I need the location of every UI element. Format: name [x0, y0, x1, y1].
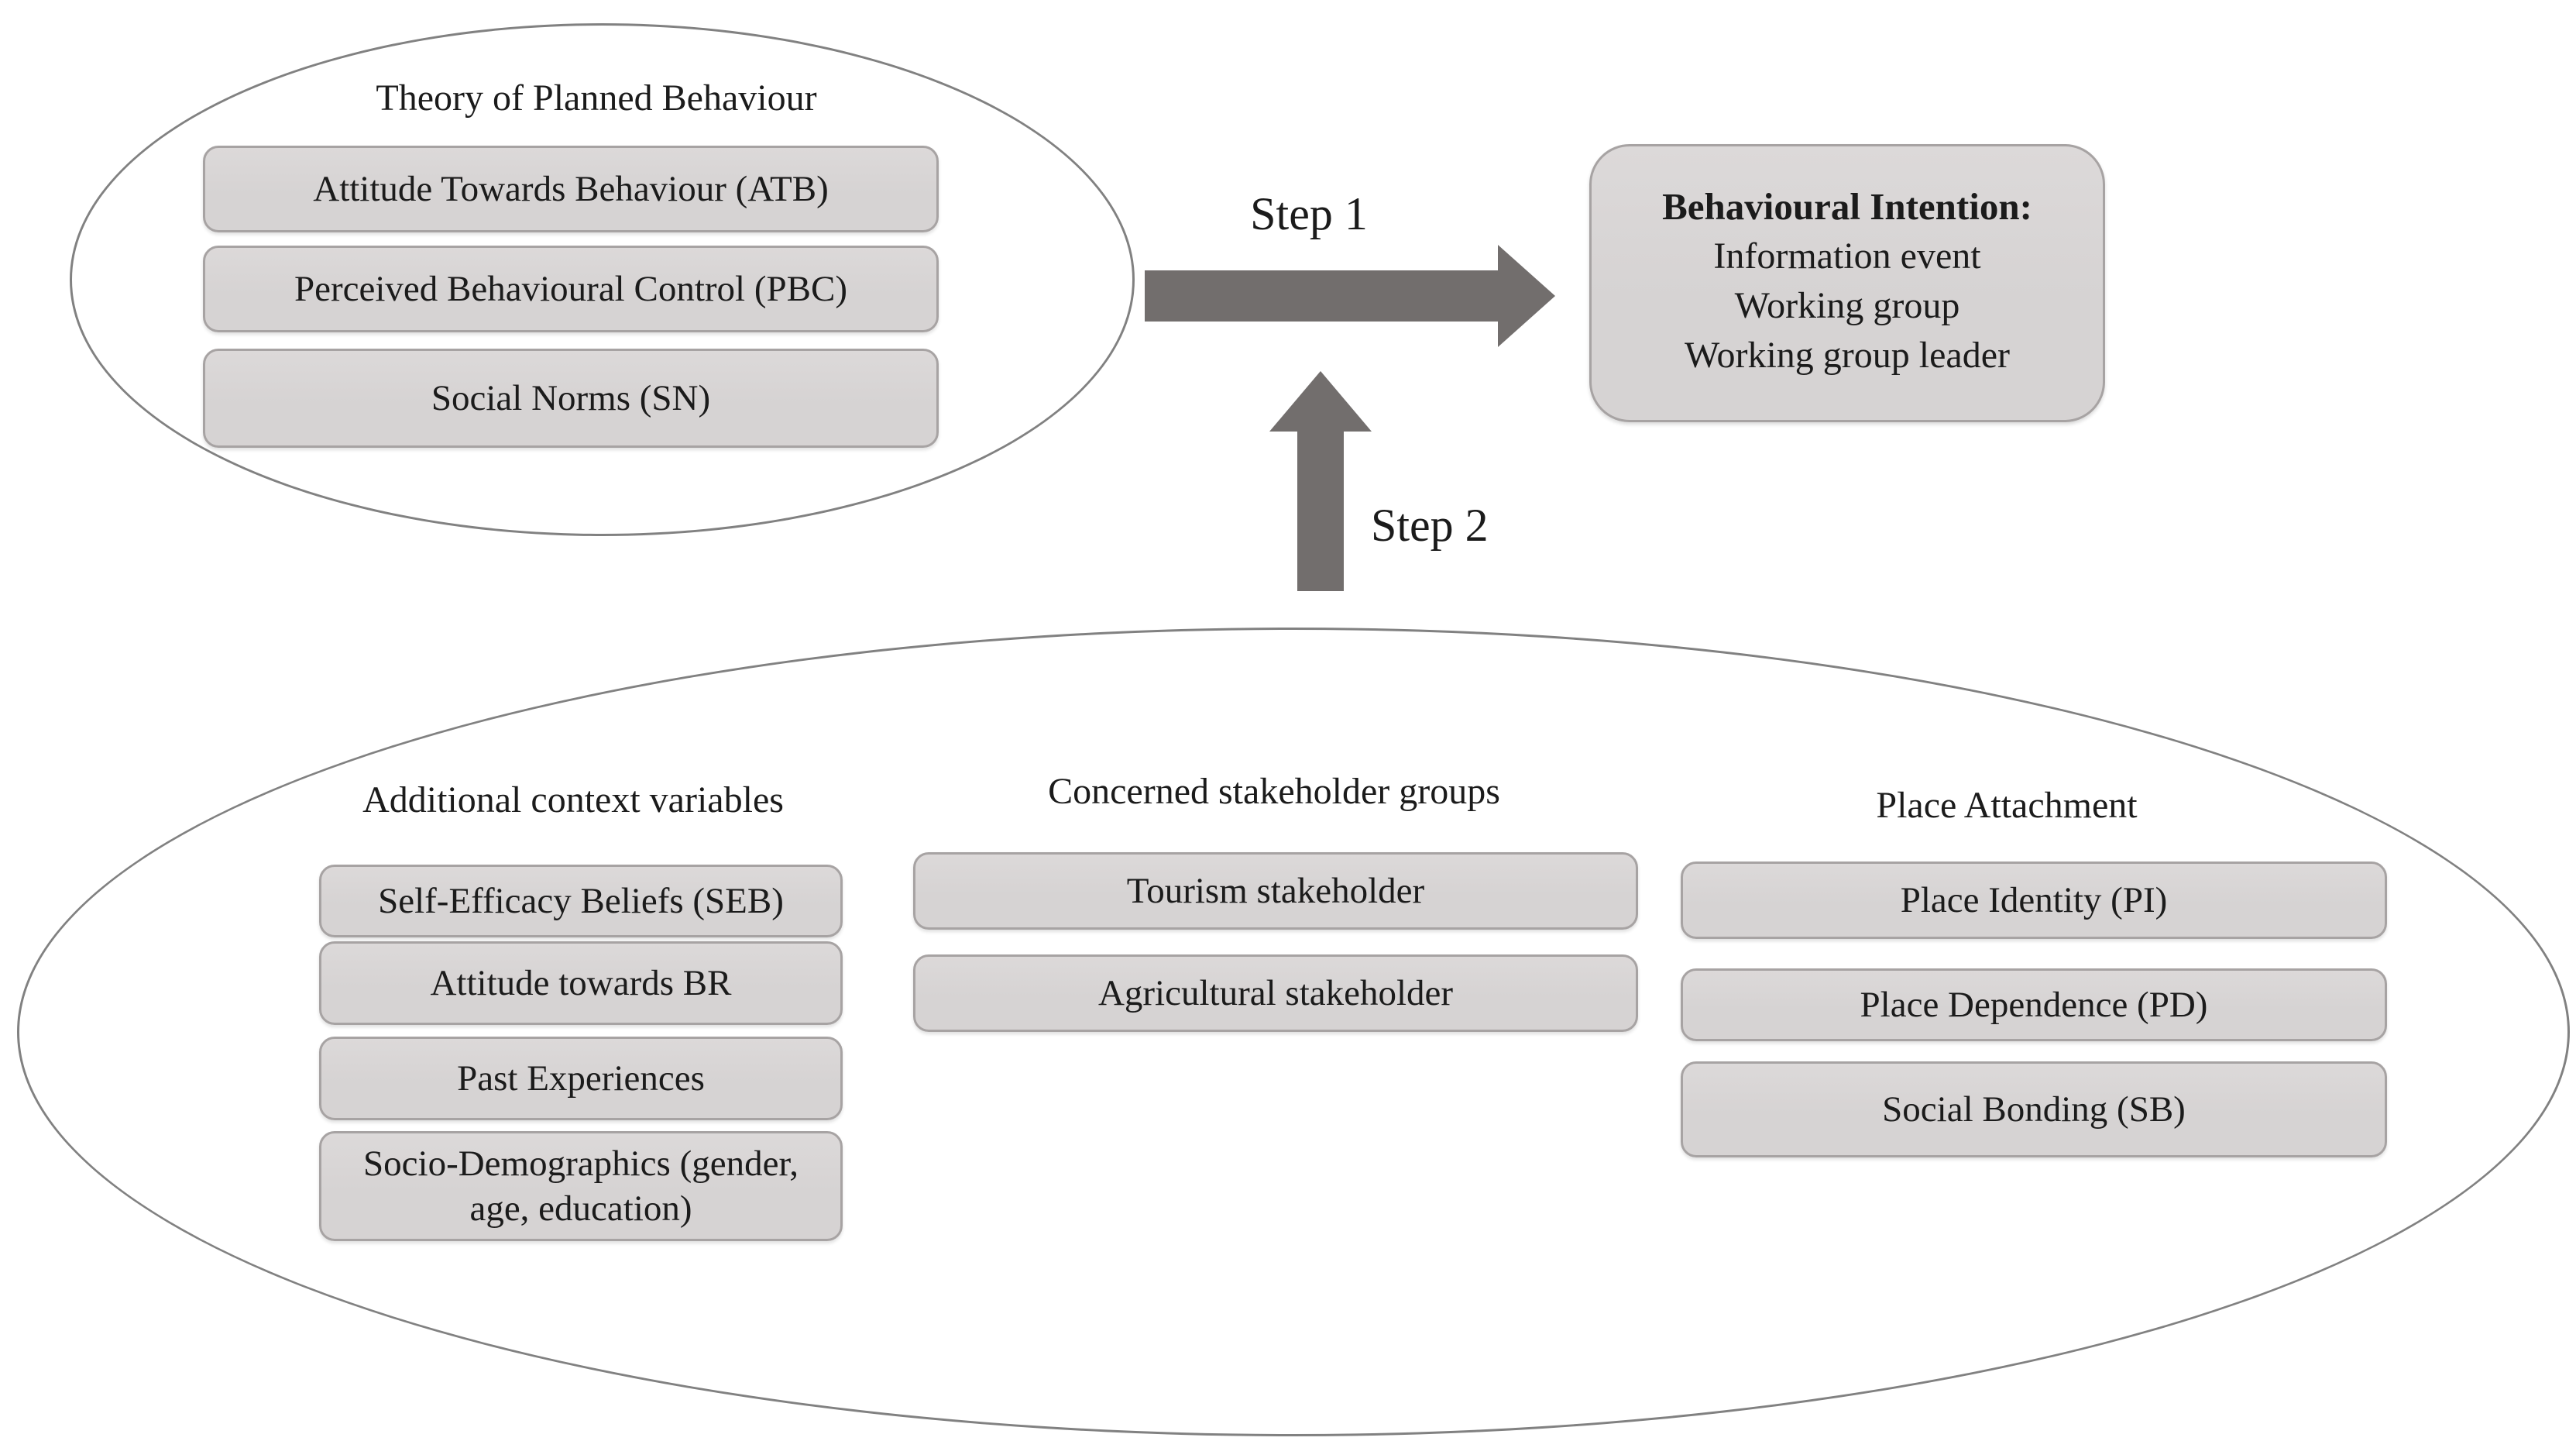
step2-label: Step 2 [1371, 500, 1489, 551]
step1-arrow-shaft [1145, 270, 1498, 322]
box-seb: Self-Efficacy Beliefs (SEB) [319, 865, 843, 937]
box-agricultural-stakeholder: Agricultural stakeholder [913, 954, 1638, 1032]
box-socio-demographics: Socio-Demographics (gender, age, educati… [319, 1131, 843, 1241]
behavioural-intention-item: Working group leader [1685, 335, 2010, 376]
context-ellipse [17, 628, 2570, 1436]
box-past-experiences: Past Experiences [319, 1037, 843, 1120]
behavioural-intention-item: Information event [1713, 236, 1981, 277]
box-attitude-br: Attitude towards BR [319, 941, 843, 1025]
box-atb: Attitude Towards Behaviour (ATB) [203, 146, 939, 232]
step2-arrow-shaft [1297, 431, 1344, 591]
box-pbc: Perceived Behavioural Control (PBC) [203, 246, 939, 332]
tpb-title: Theory of Planned Behaviour [376, 77, 817, 119]
step1-label: Step 1 [1250, 188, 1368, 239]
column-title-stakeholder-groups: Concerned stakeholder groups [1048, 771, 1500, 812]
box-sn: Social Norms (SN) [203, 349, 939, 448]
box-place-dependence: Place Dependence (PD) [1681, 968, 2387, 1041]
column-title-place-attachment: Place Attachment [1876, 785, 2138, 826]
behavioural-intention-box: Behavioural Intention: Information event… [1589, 144, 2105, 422]
step1-arrow-head [1498, 245, 1555, 347]
tpb-ellipse [70, 23, 1135, 536]
box-tourism-stakeholder: Tourism stakeholder [913, 852, 1638, 930]
column-title-additional-context: Additional context variables [362, 779, 784, 820]
box-social-bonding: Social Bonding (SB) [1681, 1061, 2387, 1157]
step2-arrow-head [1269, 371, 1372, 432]
box-place-identity: Place Identity (PI) [1681, 862, 2387, 939]
behavioural-intention-item: Working group [1734, 285, 1960, 326]
behavioural-intention-title: Behavioural Intention: [1662, 185, 2032, 228]
